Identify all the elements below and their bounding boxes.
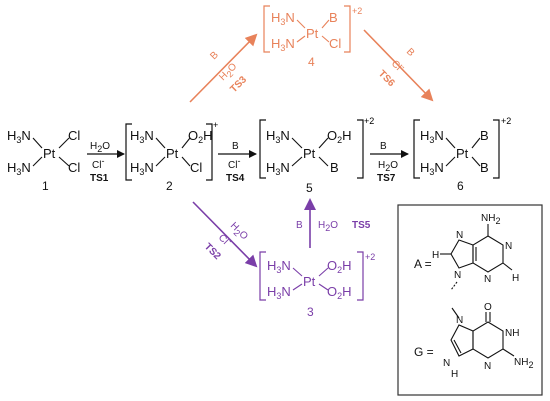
base-legend: A = NH2 N N N N H H G = [397, 204, 543, 396]
c1-cl-top: Cl [68, 128, 80, 143]
c6-nh3-top: H3N [420, 128, 444, 145]
compound-5: +2 H3N H3N Pt O2H B 5 [259, 116, 374, 195]
c4-nh3-bottom: H3N [271, 36, 295, 53]
c1-cl-bottom: Cl [68, 160, 80, 175]
legend-box [397, 204, 543, 396]
c2-cl: Cl [190, 160, 202, 175]
c5-nh3-bottom: H3N [266, 160, 290, 177]
c3-label: 3 [307, 305, 314, 319]
c3-nh3-bottom: H3N [267, 284, 291, 301]
ts4-label: TS4 [226, 173, 245, 184]
c3-charge: +2 [365, 252, 375, 262]
c2-nh3-bottom: H3N [130, 160, 154, 177]
c3-oh2-top: O2H [327, 258, 352, 275]
c4-label: 4 [308, 55, 315, 69]
ts4-reagent-top: B [232, 141, 239, 152]
c6-b-top: B [480, 128, 489, 143]
c6-metal: Pt [456, 146, 469, 161]
g-nh2: NH2 [514, 357, 533, 370]
ts5-reagent-top: B [296, 220, 303, 231]
c3-nh3-top: H3N [267, 258, 291, 275]
c4-charge: +2 [352, 6, 362, 16]
c6-label: 6 [457, 179, 464, 193]
c5-nh3-top: H3N [266, 128, 290, 145]
step-ts7: B H2O TS7 [370, 141, 409, 184]
compound-2: + H3N H3N Pt O2H Cl 2 [125, 120, 218, 193]
c6-b-bottom: B [480, 160, 489, 175]
g-n9: N [443, 358, 450, 369]
g-o: O [484, 302, 492, 313]
ts3-reagent-top: B [208, 49, 221, 62]
adenine-structure: A = NH2 N N N N H H [414, 213, 519, 291]
a-n3: N [484, 274, 491, 285]
compound-4: +2 H3N H3N Pt B Cl 4 [263, 5, 362, 69]
a-label: A = [414, 257, 432, 271]
c1-label: 1 [42, 179, 49, 193]
c6-charge: +2 [501, 116, 511, 126]
c2-charge: + [213, 120, 218, 130]
g-h9: H [451, 369, 458, 380]
compound-6: +2 H3N H3N Pt B B 6 [413, 116, 511, 193]
step-ts4: B Cl- TS4 [218, 141, 257, 184]
ts1-reagent-top: H2O [90, 141, 110, 154]
step-ts1: H2O Cl- TS1 [87, 141, 125, 184]
purple-branch: H2O Cl- TS2 +2 H3N H3N Pt O2H O2H 3 B H2… [192, 198, 375, 319]
guanine-structure: G = O NH NH2 N N N H [414, 302, 533, 380]
c5-b: B [330, 160, 339, 175]
ts5-label: TS5 [352, 220, 371, 231]
c1-metal: Pt [43, 146, 56, 161]
ts4-reagent-bottom: Cl- [228, 156, 240, 171]
g-label: G = [414, 345, 434, 359]
c5-label: 5 [306, 181, 313, 195]
c1-nh3-bottom: H3N [7, 160, 31, 177]
c4-nh3-top: H3N [271, 10, 295, 27]
ts2-label: TS2 [202, 241, 223, 262]
compound-1: H3N H3N Pt Cl Cl 1 [7, 128, 80, 193]
ts5-reagent-bottom: H2O [318, 220, 338, 233]
a-h2: H [512, 273, 519, 284]
compound-3: +2 H3N H3N Pt O2H O2H 3 [259, 251, 375, 319]
g-n3: N [484, 361, 491, 372]
c2-nh3-top: H3N [130, 128, 154, 145]
c6-nh3-bottom: H3N [420, 160, 444, 177]
a-nh2: NH2 [481, 213, 500, 226]
ts7-reagent-bottom: H2O [378, 160, 398, 173]
g-n7: N [456, 315, 463, 326]
c5-charge: +2 [364, 116, 374, 126]
ts7-reagent-top: B [380, 141, 387, 152]
a-n1: N [505, 241, 512, 252]
c1-nh3-top: H3N [7, 128, 31, 145]
a-n7: N [456, 230, 463, 241]
c3-oh2-bottom: O2H [327, 284, 352, 301]
c4-cl: Cl [329, 36, 341, 51]
ts6-label: TS6 [376, 68, 397, 89]
ts7-label: TS7 [377, 173, 396, 184]
ts1-label: TS1 [90, 173, 109, 184]
orange-branch: B H2O TS3 +2 H3N H3N Pt B Cl 4 B Cl- TS6 [189, 5, 434, 103]
c2-oh2: O2H [188, 128, 213, 145]
c2-metal: Pt [166, 146, 179, 161]
g-five-ring [450, 324, 474, 357]
c4-metal: Pt [306, 26, 319, 41]
a-n9: N [454, 270, 461, 281]
g-nh: NH [505, 328, 519, 339]
c3-metal: Pt [303, 274, 316, 289]
ts6-reagent-top: B [404, 46, 417, 59]
ts1-reagent-bottom: Cl- [92, 156, 104, 171]
a-five-ring [450, 239, 474, 269]
c2-label: 2 [166, 179, 173, 193]
a-h8: H [432, 250, 439, 261]
c5-oh2: O2H [327, 128, 352, 145]
c4-b: B [329, 10, 338, 25]
c5-metal: Pt [303, 146, 316, 161]
